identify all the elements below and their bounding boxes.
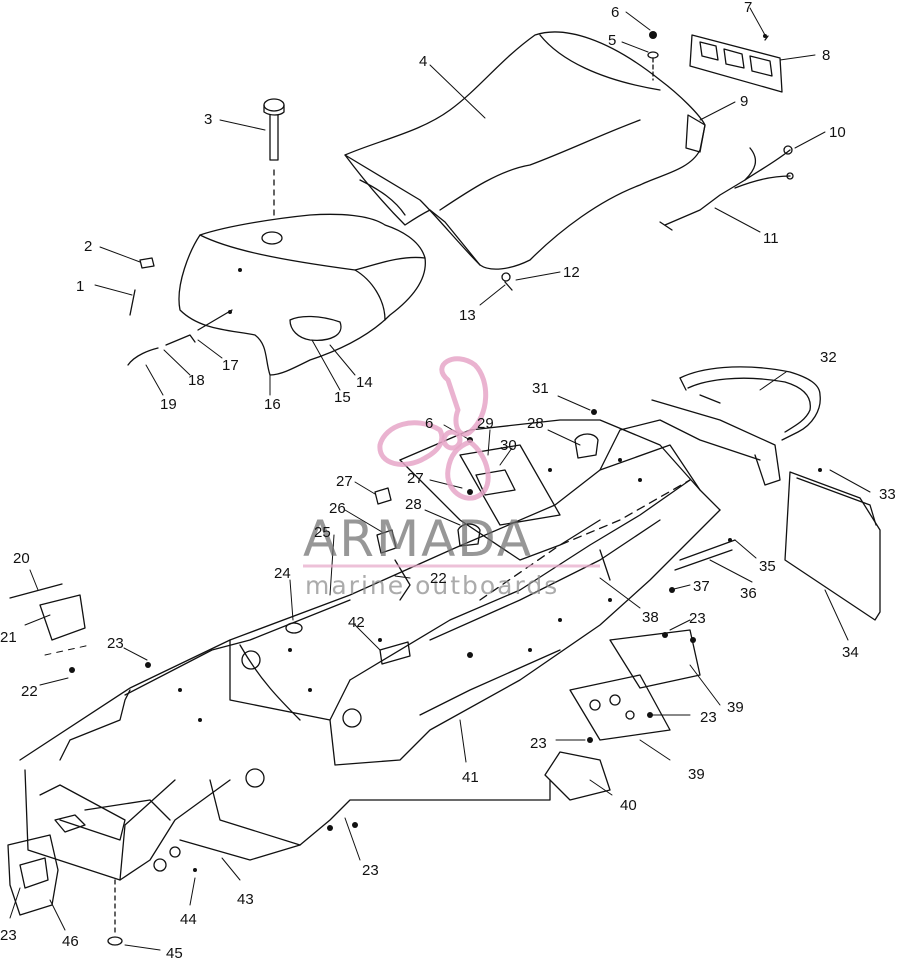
callout-12: 12: [563, 264, 580, 281]
seat-hardware: [501, 51, 659, 291]
callout-33: 33: [879, 486, 896, 503]
callout-19: 19: [160, 396, 177, 413]
callout-42: 42: [348, 614, 365, 631]
callout-22-center: 22: [430, 570, 447, 587]
callout-8: 8: [822, 47, 830, 64]
callout-16: 16: [264, 396, 281, 413]
callout-44: 44: [180, 911, 197, 928]
leader-lines: [9, 7, 871, 951]
callout-23-a: 23: [107, 635, 124, 652]
watermark-tagline: marine outboards: [305, 571, 559, 600]
fuel-fittings: [127, 257, 233, 366]
callout-4: 4: [419, 53, 427, 70]
callout-38: 38: [642, 609, 659, 626]
callout-39-bottom: 39: [688, 766, 705, 783]
callout-40: 40: [620, 797, 637, 814]
callout-30: 30: [500, 437, 517, 454]
rear-bumper: [651, 366, 821, 486]
callout-23-c: 23: [700, 709, 717, 726]
chassis: [19, 444, 721, 881]
fuel-tank: [178, 213, 426, 376]
callout-10: 10: [829, 124, 846, 141]
callout-21: 21: [0, 629, 17, 646]
callout-6-deck: 6: [425, 415, 433, 432]
callout-18: 18: [188, 372, 205, 389]
callout-27-right: 27: [407, 470, 424, 487]
callout-14: 14: [356, 374, 373, 391]
callout-23-f: 23: [0, 927, 17, 944]
callout-29: 29: [477, 415, 494, 432]
watermark-brand: ARMADA: [303, 510, 533, 568]
callout-28-left: 28: [405, 496, 422, 513]
callout-23-b: 23: [689, 610, 706, 627]
callout-35: 35: [759, 558, 776, 575]
callout-28-right: 28: [527, 415, 544, 432]
snow-flap: [784, 471, 881, 621]
callout-20: 20: [13, 550, 30, 567]
watermark: ARMADA marine outboards: [303, 356, 600, 600]
propeller-logo: [377, 356, 491, 501]
callout-26: 26: [329, 500, 346, 517]
callout-36: 36: [740, 585, 757, 602]
callout-41: 41: [462, 769, 479, 786]
callout-22-left: 22: [21, 683, 38, 700]
seat: [344, 31, 706, 270]
callout-32: 32: [820, 349, 837, 366]
callout-11: 11: [763, 230, 779, 247]
callout-15: 15: [334, 389, 351, 406]
brackets: [7, 433, 736, 946]
callout-13: 13: [459, 307, 476, 324]
callout-45: 45: [166, 945, 183, 959]
callout-2: 2: [84, 238, 92, 255]
callout-34: 34: [842, 644, 859, 661]
callout-6-top: 6: [611, 4, 619, 21]
callout-7: 7: [744, 0, 752, 16]
callout-5: 5: [608, 32, 616, 49]
callout-24: 24: [274, 565, 291, 582]
tail-light: [689, 34, 783, 93]
callout-43: 43: [237, 891, 254, 908]
callout-17: 17: [222, 357, 239, 374]
callout-27-left: 27: [336, 473, 353, 490]
callout-23-e: 23: [362, 862, 379, 879]
callout-9: 9: [740, 93, 748, 110]
callout-1: 1: [76, 278, 84, 295]
fastener-dots: [69, 31, 822, 872]
fuel-cap: [263, 98, 285, 216]
callout-37: 37: [693, 578, 710, 595]
wire-harness: [659, 145, 794, 231]
callout-39-top: 39: [727, 699, 744, 716]
callout-23-d: 23: [530, 735, 547, 752]
callout-46: 46: [62, 933, 79, 950]
callout-25: 25: [314, 524, 331, 541]
callout-31: 31: [532, 380, 549, 397]
callout-3: 3: [204, 111, 212, 128]
